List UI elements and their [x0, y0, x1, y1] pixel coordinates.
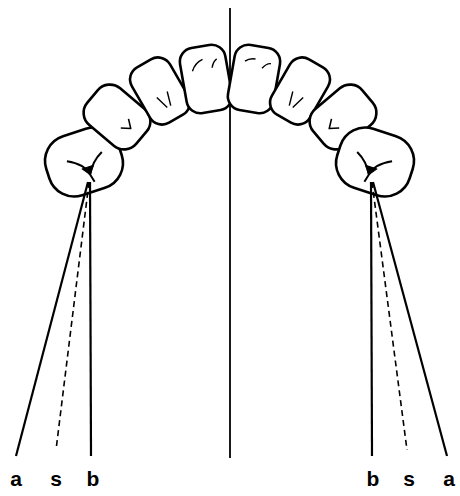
- central-incisor: [178, 43, 235, 116]
- line-b: [371, 182, 372, 456]
- line-a: [16, 182, 88, 456]
- line-label: b: [367, 468, 380, 489]
- line-label: a: [443, 468, 455, 489]
- line-s: [372, 182, 407, 450]
- line-a: [373, 182, 447, 456]
- line-label: b: [87, 468, 100, 489]
- line-label: a: [10, 468, 22, 489]
- line-s: [56, 182, 89, 450]
- line-b: [90, 182, 91, 456]
- line-label: s: [403, 468, 415, 489]
- line-label: s: [50, 468, 62, 489]
